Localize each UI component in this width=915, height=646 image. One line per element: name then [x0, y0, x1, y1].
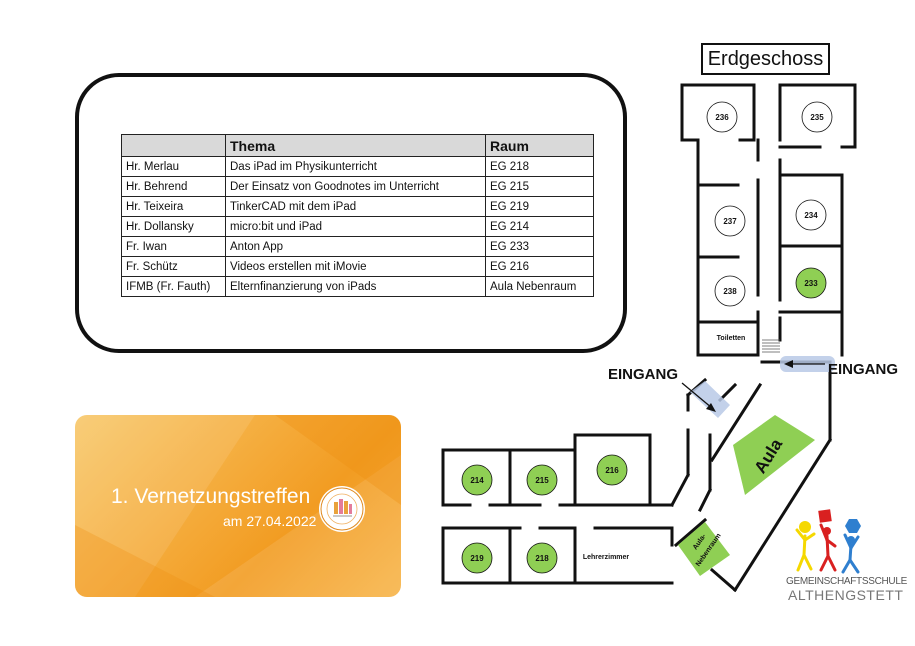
school-name-line2: ALTHENGSTETT — [788, 587, 904, 603]
room-219-label: 219 — [470, 554, 484, 563]
room-235-marker — [801, 101, 833, 133]
aula-room — [733, 415, 815, 495]
room-238-marker — [714, 275, 746, 307]
room-214-label: 214 — [470, 476, 484, 485]
room-237-marker — [714, 205, 746, 237]
school-name-line1: GEMEINSCHAFTSSCHULE — [786, 576, 907, 587]
toilets-label: Toiletten — [717, 335, 746, 342]
banner-date: am 27.04.2022 — [223, 513, 317, 529]
table-row: Hr. Dollansky micro:bit und iPad EG 214 — [121, 216, 594, 237]
table-row: Hr. Merlau Das iPad im Physikunterricht … — [121, 156, 594, 177]
room-236-label: 236 — [715, 113, 729, 122]
room-218-marker — [526, 542, 558, 574]
entrance-left-arrow-icon — [681, 382, 716, 412]
entrance-right-label: EINGANG — [828, 361, 899, 378]
room-234-marker — [795, 199, 827, 231]
aula-annex-room — [678, 522, 730, 576]
cell-presenter: Hr. Merlau — [121, 156, 226, 177]
school-logo-icon — [795, 509, 861, 574]
banner-title: 1. Vernetzungstreffen — [111, 485, 311, 508]
cell-topic: TinkerCAD mit dem iPad — [225, 196, 486, 217]
referenzschulen-seal-icon — [319, 486, 365, 532]
cell-presenter: Fr. Schütz — [121, 256, 226, 277]
room-214-marker — [461, 464, 493, 496]
room-233-marker — [795, 267, 827, 299]
room-216-marker — [596, 454, 628, 486]
cell-presenter: Fr. Iwan — [121, 236, 226, 257]
room-234-label: 234 — [804, 211, 818, 220]
table-row: Fr. Schütz Videos erstellen mit iMovie E… — [121, 256, 594, 277]
table-header-row: Thema Raum — [121, 134, 594, 157]
room-215-marker — [526, 464, 558, 496]
teachers-room-label: Lehrerzimmer — [583, 554, 630, 561]
cell-topic: Videos erstellen mit iMovie — [225, 256, 486, 277]
room-218-label: 218 — [535, 554, 549, 563]
room-235-label: 235 — [810, 113, 824, 122]
room-219-marker — [461, 542, 493, 574]
table-row: IFMB (Fr. Fauth) Elternfinanzierung von … — [121, 276, 594, 297]
room-216-label: 216 — [605, 466, 619, 475]
cell-room: EG 233 — [485, 236, 594, 257]
entrance-left-marker — [690, 381, 730, 418]
column-header-presenter — [121, 134, 226, 157]
cell-room: Aula Nebenraum — [485, 276, 594, 297]
event-banner: 1. Vernetzungstreffen am 27.04.2022 — [75, 415, 401, 597]
entrance-left-label: EINGANG — [608, 366, 679, 383]
column-header-room: Raum — [485, 134, 594, 157]
cell-room: EG 218 — [485, 156, 594, 177]
room-233-label: 233 — [804, 279, 818, 288]
stairs-icon — [762, 339, 780, 353]
entrance-right-arrow-icon — [784, 360, 825, 368]
room-215-label: 215 — [535, 476, 549, 485]
floor-title: Erdgeschoss — [701, 43, 830, 75]
room-236-marker — [706, 101, 738, 133]
cell-topic: Elternfinanzierung von iPads — [225, 276, 486, 297]
cell-presenter: IFMB (Fr. Fauth) — [121, 276, 226, 297]
room-238-label: 238 — [723, 287, 737, 296]
room-237-label: 237 — [723, 217, 737, 226]
schedule-table: Thema Raum Hr. Merlau Das iPad im Physik… — [121, 134, 594, 297]
cell-room: EG 216 — [485, 256, 594, 277]
